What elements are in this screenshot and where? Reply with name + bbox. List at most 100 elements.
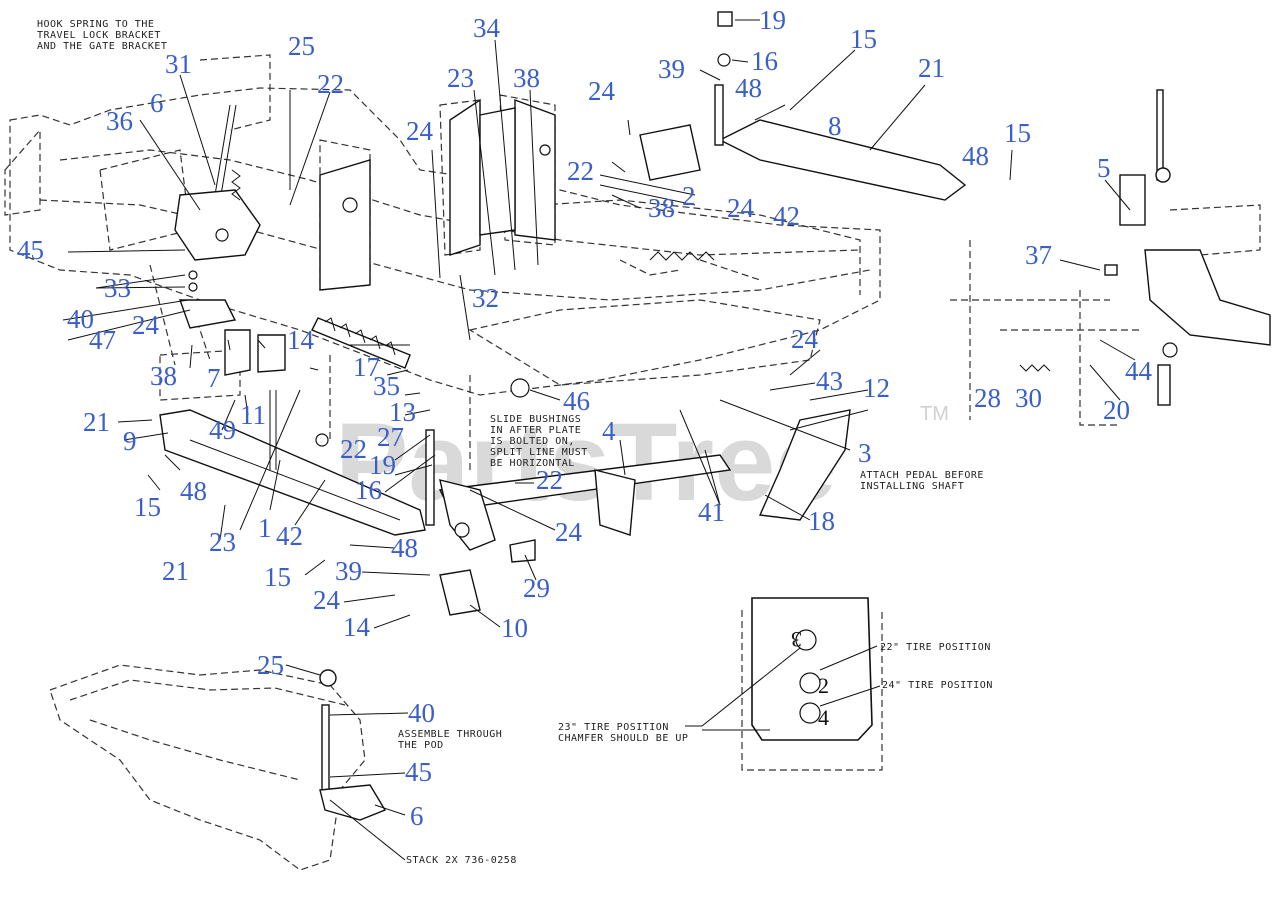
note-tire-23-2: CHAMFER SHOULD BE UP	[558, 733, 688, 744]
callout-34: 34	[473, 13, 501, 43]
note-slide-4: SPLIT LINE MUST	[490, 447, 588, 458]
rear-plates	[319, 98, 556, 291]
callout-48: 48	[180, 476, 207, 506]
pod-detail	[49, 664, 406, 871]
callout-16: 16	[355, 475, 382, 505]
callout-48: 48	[962, 141, 989, 171]
callout-40: 40	[408, 698, 435, 728]
note-attach-2: INSTALLING SHAFT	[860, 481, 964, 492]
callout-21: 21	[918, 53, 945, 83]
callout-39: 39	[658, 54, 685, 84]
note-slide-2: IN AFTER PLATE	[490, 425, 581, 436]
callout-27: 27	[377, 422, 404, 452]
watermark-tm: TM	[920, 403, 949, 425]
callout-25: 25	[288, 31, 315, 61]
plate-hole-label-2: 2	[818, 673, 829, 698]
callout-4: 4	[602, 416, 616, 446]
callout-36: 36	[106, 106, 133, 136]
note-attach-1: ATTACH PEDAL BEFORE	[860, 470, 984, 481]
callout-7: 7	[207, 363, 221, 393]
note-hook-spring-1: HOOK SPRING TO THE	[37, 19, 154, 30]
callout-15: 15	[134, 492, 161, 522]
note-slide-1: SLIDE BUSHINGS	[490, 414, 581, 425]
watermark: PartsTree	[335, 401, 836, 524]
callout-15: 15	[850, 24, 877, 54]
callout-3: 3	[858, 438, 872, 468]
callout-35: 35	[373, 371, 400, 401]
callout-6: 6	[410, 801, 424, 831]
notes: HOOK SPRING TO THE TRAVEL LOCK BRACKET A…	[37, 19, 993, 866]
callout-6: 6	[150, 88, 164, 118]
callout-24: 24	[727, 193, 755, 223]
note-slide-5: BE HORIZONTAL	[490, 458, 575, 469]
callout-42: 42	[773, 201, 800, 231]
callout-18: 18	[808, 506, 835, 536]
callout-22: 22	[340, 434, 367, 464]
callout-23: 23	[209, 527, 236, 557]
callout-14: 14	[343, 612, 371, 642]
callout-32: 32	[472, 283, 499, 313]
callout-46: 46	[563, 386, 590, 416]
note-hook-spring-3: AND THE GATE BRACKET	[37, 41, 167, 52]
right-inset-lever	[950, 89, 1271, 426]
callout-28: 28	[974, 383, 1001, 413]
callout-48: 48	[391, 533, 418, 563]
note-tire-22: 22" TIRE POSITION	[880, 642, 991, 653]
plate-hole-label-3: 3	[791, 627, 802, 652]
callout-10: 10	[501, 613, 528, 643]
tire-position-plate	[685, 597, 883, 771]
callout-48: 48	[735, 73, 762, 103]
callout-31: 31	[165, 49, 192, 79]
left-lever-assembly	[174, 104, 261, 329]
note-slide-3: IS BOLTED ON,	[490, 436, 575, 447]
callout-43: 43	[816, 366, 843, 396]
callout-9: 9	[123, 426, 137, 456]
note-tire-24: 24" TIRE POSITION	[882, 680, 993, 691]
callout-22: 22	[317, 69, 344, 99]
callout-8: 8	[828, 111, 842, 141]
callout-1: 1	[258, 513, 272, 543]
note-tire-23-1: 23" TIRE POSITION	[558, 722, 669, 733]
callout-12: 12	[863, 373, 890, 403]
callout-33: 33	[104, 273, 131, 303]
note-stack: STACK 2X 736-0258	[406, 855, 517, 866]
note-assemble-1: ASSEMBLE THROUGH	[398, 729, 502, 740]
callout-22: 22	[536, 465, 563, 495]
callout-38: 38	[648, 193, 675, 223]
upper-arm-8	[599, 11, 967, 206]
callout-25: 25	[257, 650, 284, 680]
callout-42: 42	[276, 521, 303, 551]
callout-16: 16	[751, 46, 778, 76]
callout-11: 11	[240, 400, 266, 430]
callout-24: 24	[588, 76, 616, 106]
callout-24: 24	[132, 310, 160, 340]
callout-13: 13	[389, 397, 416, 427]
callout-24: 24	[791, 324, 819, 354]
note-assemble-2: THE POD	[398, 740, 444, 751]
leader-lines	[62, 19, 1136, 816]
callout-22: 22	[567, 156, 594, 186]
callout-20: 20	[1103, 395, 1130, 425]
note-hook-spring-2: TRAVEL LOCK BRACKET	[37, 30, 161, 41]
callout-24: 24	[555, 517, 583, 547]
callout-24: 24	[406, 116, 434, 146]
callout-39: 39	[335, 556, 362, 586]
callout-17: 17	[353, 352, 380, 382]
callout-19: 19	[369, 450, 396, 480]
callout-38: 38	[513, 63, 540, 93]
callouts: 19 34 25 31 22 23 38 39 16 15 21 6 36 24…	[17, 5, 1153, 831]
lower-arm-9	[159, 329, 426, 536]
callout-30: 30	[1015, 383, 1042, 413]
pedal-shaft-4	[425, 378, 851, 616]
callout-24: 24	[313, 585, 341, 615]
callout-47: 47	[89, 325, 116, 355]
callout-40: 40	[67, 304, 94, 334]
callout-21: 21	[83, 407, 110, 437]
callout-41: 41	[698, 497, 725, 527]
callout-5: 5	[1097, 153, 1111, 183]
callout-29: 29	[523, 573, 550, 603]
springs	[311, 251, 715, 369]
callout-49: 49	[209, 415, 236, 445]
